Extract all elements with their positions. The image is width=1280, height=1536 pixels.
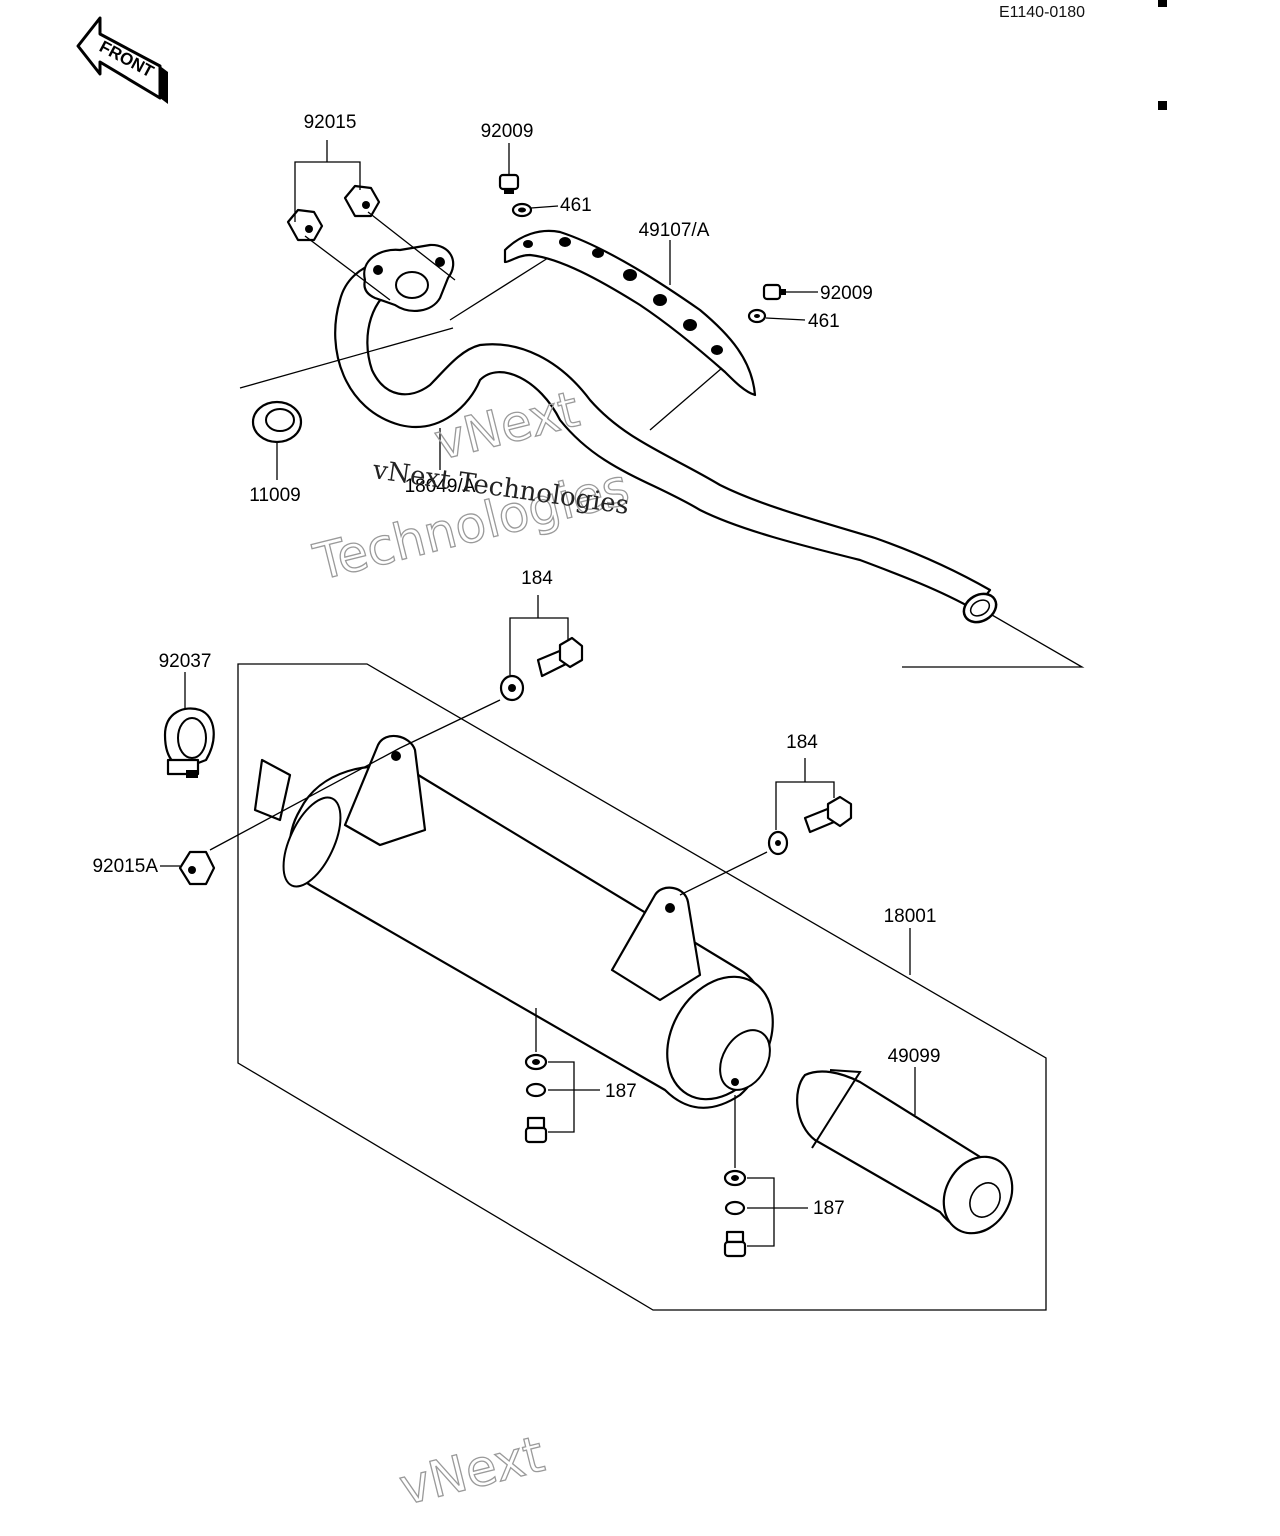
reference-code: E1140-0180 xyxy=(999,4,1085,21)
nut-92015a xyxy=(178,850,216,886)
callout-187-right: 187 xyxy=(813,1198,845,1219)
leader-92015-studs xyxy=(304,211,456,301)
callout-184-top: 184 xyxy=(521,568,553,589)
leader-gasket-mount xyxy=(239,327,454,389)
callout-461-right: 461 xyxy=(808,311,840,332)
leader-pipe-outlet xyxy=(902,614,1085,668)
front-arrow-icon: FRONT xyxy=(76,16,168,104)
washer-461-right xyxy=(747,308,767,324)
leader-461-right xyxy=(765,317,806,321)
washer-461-top xyxy=(511,202,533,218)
bolt-92009-top xyxy=(498,173,520,194)
leader-front-mount xyxy=(209,699,501,851)
callout-92009-top: 92009 xyxy=(481,121,534,142)
bolt-184-top xyxy=(536,636,584,678)
callout-92015: 92015 xyxy=(304,112,357,133)
callout-18001: 18001 xyxy=(884,906,937,927)
leader-rear-mount xyxy=(679,851,768,896)
watermark-brand-bottom: vNext xyxy=(394,1425,550,1517)
clamp-92037 xyxy=(163,707,215,778)
leader-184-top xyxy=(509,595,569,675)
leader-187-left xyxy=(535,1008,600,1133)
callout-49107a: 49107/A xyxy=(639,220,710,241)
callout-187-left: 187 xyxy=(605,1081,637,1102)
leader-187-right xyxy=(734,1095,808,1247)
callout-49099: 49099 xyxy=(888,1046,941,1067)
callout-18049a: 18049/A xyxy=(405,476,476,497)
nut-92015-right xyxy=(343,184,381,218)
washer-184-top xyxy=(499,674,525,702)
heat-guard-49107a xyxy=(503,229,757,397)
nut-92015-left xyxy=(286,208,324,242)
bolt-92009-right xyxy=(762,283,786,301)
spark-arrestor-49099 xyxy=(796,1069,1014,1235)
leader-461-top xyxy=(530,205,559,209)
hardware-187-left xyxy=(524,1053,548,1144)
callout-184-right: 184 xyxy=(786,732,818,753)
gasket-11009 xyxy=(251,400,303,444)
bolt-184-right xyxy=(803,795,853,834)
leader-184-right xyxy=(775,758,835,830)
margin-mark xyxy=(1158,101,1167,110)
callout-11009: 11009 xyxy=(249,485,300,506)
margin-mark-top xyxy=(1158,0,1167,7)
leader-heat-guard-mounts xyxy=(449,257,723,431)
callout-92015a: 92015A xyxy=(92,856,158,877)
washer-184-right xyxy=(767,830,789,856)
leader-92015 xyxy=(294,140,361,222)
callout-92037: 92037 xyxy=(159,651,212,672)
callout-461-top: 461 xyxy=(560,195,592,216)
exhaust-pipe-18049a xyxy=(334,258,998,624)
callout-92009-right: 92009 xyxy=(820,283,873,304)
muffler-assembly-outline xyxy=(237,663,1047,1311)
muffler-18001 xyxy=(253,734,774,1109)
hardware-187-right xyxy=(723,1169,747,1258)
